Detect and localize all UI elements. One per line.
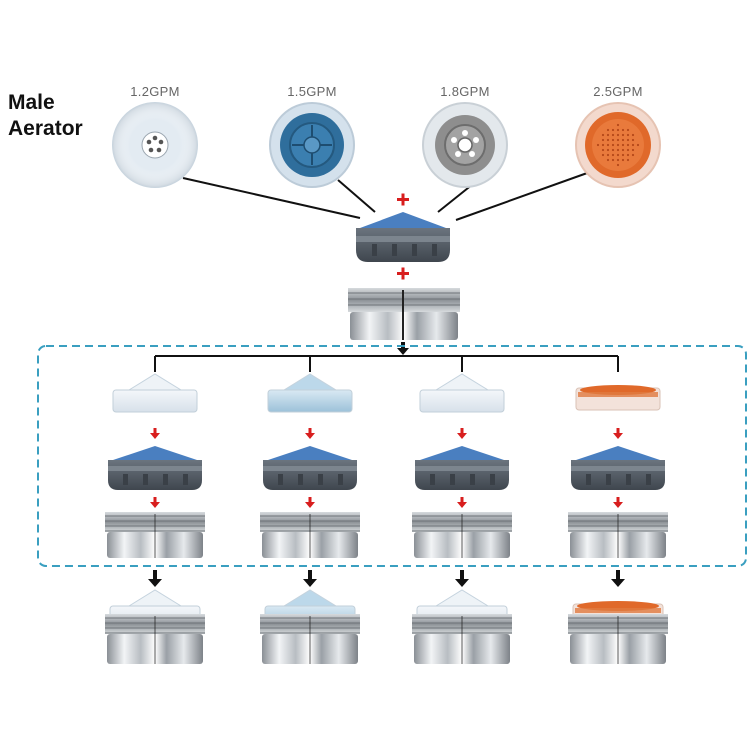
red-arrow-3-b: [457, 497, 467, 508]
red-arrow-4-b: [613, 497, 623, 508]
housing-4: [571, 446, 665, 490]
center-housing: [356, 212, 450, 262]
flow-rate-label-3: 1.8GPM: [440, 84, 490, 99]
housing-1: [108, 446, 202, 490]
red-arrow-4-a: [613, 428, 623, 439]
assembled-aerator-1: [105, 589, 205, 664]
body-2: [260, 512, 360, 558]
assembled-aerator-2: [260, 589, 360, 664]
disc-1-8gpm: [422, 102, 508, 188]
insert-2: [267, 373, 353, 413]
housing-2: [263, 446, 357, 490]
black-arrow-3: [455, 570, 469, 587]
center-body: [348, 288, 460, 340]
black-arrow-2: [303, 570, 317, 587]
body-1: [105, 512, 205, 558]
red-arrow-1-b: [150, 497, 160, 508]
black-arrow-4: [611, 570, 625, 587]
title-line-2: Aerator: [8, 117, 83, 140]
red-arrow-2-b: [305, 497, 315, 508]
red-arrow-3-a: [457, 428, 467, 439]
body-4: [568, 512, 668, 558]
black-arrow-1: [148, 570, 162, 587]
red-arrow-1-a: [150, 428, 160, 439]
branch-lines: [154, 355, 619, 372]
body-3: [412, 512, 512, 558]
diagram-title: Male Aerator: [8, 90, 83, 142]
flow-rate-label-2: 1.5GPM: [287, 84, 337, 99]
housing-3: [415, 446, 509, 490]
disc-1-5gpm: [269, 102, 355, 188]
insert-3: [419, 373, 505, 413]
flow-rate-label-1: 1.2GPM: [130, 84, 180, 99]
arrow-into-box: [397, 342, 409, 355]
plus-sign-top: [397, 193, 409, 206]
disc-1-2gpm: [112, 102, 198, 188]
connector-lines: [182, 171, 591, 221]
disc-2-5gpm: [575, 102, 661, 188]
dashed-assembly-box: [37, 345, 747, 567]
assembled-aerator-3: [412, 589, 512, 664]
insert-4: [575, 385, 661, 411]
plus-sign-bottom: [397, 267, 409, 280]
red-arrow-2-a: [305, 428, 315, 439]
flow-rate-label-4: 2.5GPM: [593, 84, 643, 99]
assembled-aerator-4: [568, 601, 668, 664]
title-line-1: Male: [8, 91, 55, 114]
insert-1: [112, 373, 198, 413]
